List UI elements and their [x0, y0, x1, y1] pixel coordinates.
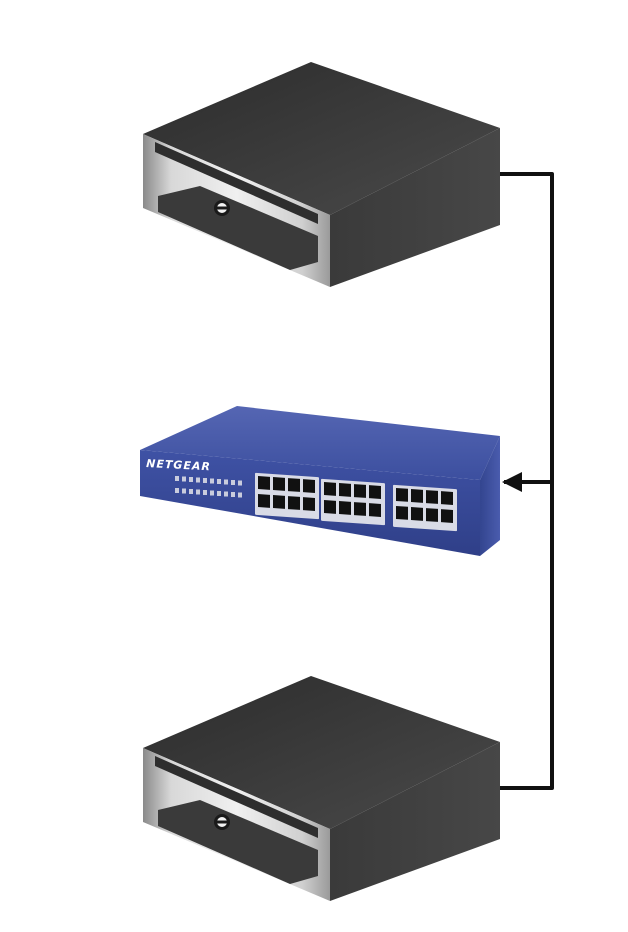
ethernet-port[interactable] — [339, 483, 351, 497]
connector-bottom-server-to-switch — [500, 482, 554, 790]
bottom-server-top-face — [143, 676, 500, 829]
status-led — [231, 492, 235, 497]
status-led — [217, 479, 221, 484]
ethernet-port[interactable] — [288, 478, 300, 492]
status-led — [196, 477, 200, 483]
switch-top-face — [140, 406, 500, 480]
ethernet-port[interactable] — [426, 490, 438, 504]
bottom-server[interactable] — [143, 676, 500, 901]
status-led — [182, 476, 186, 482]
ethernet-port[interactable] — [288, 496, 300, 510]
status-led — [217, 491, 221, 496]
ethernet-port[interactable] — [339, 501, 351, 515]
top-server-side-face — [330, 128, 500, 287]
top-server-bezel-lower — [158, 186, 318, 270]
top-server-top-face — [143, 62, 500, 215]
status-led — [210, 490, 214, 496]
status-led — [231, 480, 235, 485]
ethernet-port[interactable] — [354, 484, 366, 498]
ethernet-port[interactable] — [396, 487, 408, 502]
bottom-server-bezel-lower — [158, 800, 318, 884]
status-led — [189, 477, 193, 482]
top-server-power-icon — [214, 200, 230, 216]
ethernet-port[interactable] — [369, 485, 381, 499]
status-led — [175, 488, 179, 493]
top-server-bezel-upper — [155, 142, 318, 224]
switch-status-leds — [175, 476, 242, 498]
switch-side-face — [480, 436, 500, 556]
ethernet-port[interactable] — [303, 497, 315, 511]
status-led — [203, 478, 207, 483]
network-switch[interactable]: NETGEAR — [140, 406, 500, 556]
status-led — [175, 476, 179, 481]
status-led — [203, 490, 207, 495]
status-led — [224, 491, 228, 497]
status-led — [196, 489, 200, 495]
ethernet-port[interactable] — [273, 477, 285, 491]
bottom-server-side-face — [330, 742, 500, 901]
ethernet-port[interactable] — [441, 509, 453, 523]
status-led — [238, 480, 242, 486]
ethernet-port[interactable] — [258, 475, 270, 490]
top-server[interactable] — [143, 62, 500, 287]
ethernet-port[interactable] — [273, 495, 285, 509]
ethernet-port[interactable] — [411, 507, 423, 521]
status-led — [224, 479, 228, 485]
ethernet-port[interactable] — [426, 508, 438, 522]
ethernet-port[interactable] — [303, 479, 315, 493]
ethernet-port[interactable] — [369, 503, 381, 517]
status-led — [210, 478, 214, 484]
ethernet-port[interactable] — [354, 502, 366, 516]
ethernet-port[interactable] — [324, 481, 336, 496]
connector-top-server-to-switch — [500, 172, 554, 492]
status-led — [182, 488, 186, 494]
ethernet-port[interactable] — [258, 493, 270, 508]
status-led — [238, 492, 242, 498]
ethernet-port[interactable] — [441, 491, 453, 505]
ethernet-port[interactable] — [411, 489, 423, 503]
status-led — [189, 489, 193, 494]
switch-port-grid — [255, 472, 457, 532]
switch-brand-label: NETGEAR — [146, 457, 211, 473]
ethernet-port[interactable] — [324, 499, 336, 514]
bottom-server-bezel-upper — [155, 756, 318, 838]
ethernet-port[interactable] — [396, 505, 408, 520]
bottom-server-power-icon — [214, 814, 230, 830]
